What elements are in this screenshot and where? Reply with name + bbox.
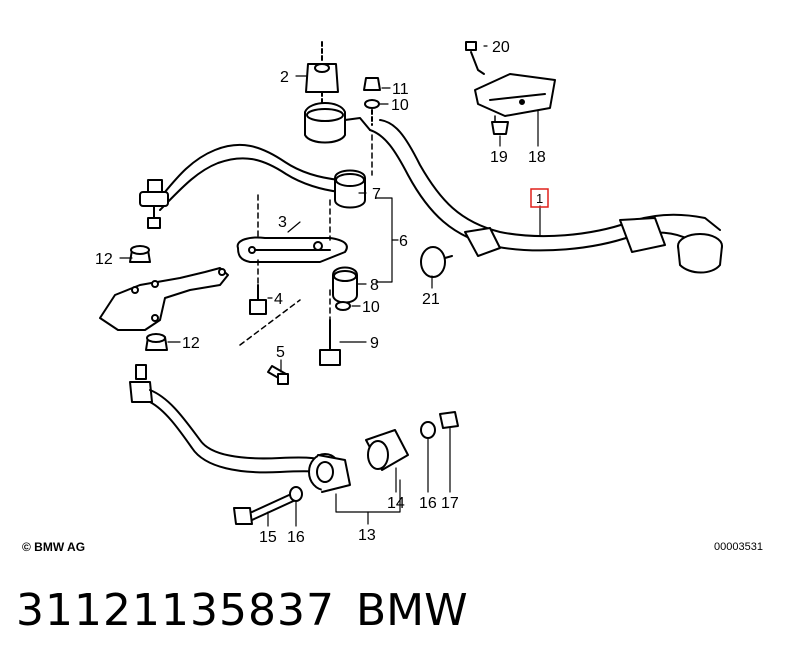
bolt-9 [319,319,341,366]
callout-4[interactable]: 4 [274,291,283,308]
stabilizer-link-lower [129,364,153,403]
leader-lines [119,45,541,527]
callout-15[interactable]: 15 [259,529,277,546]
callout-10-upper[interactable]: 10 [391,97,409,114]
clip-19 [491,121,509,135]
callout-3[interactable]: 3 [278,214,287,231]
callout-18[interactable]: 18 [528,149,546,166]
control-arm-lower [149,389,321,474]
washer-16-left [289,486,303,502]
callout-6[interactable]: 6 [399,233,408,250]
coupling-plate [99,267,229,331]
cover-plate-18 [474,73,556,117]
callout-11[interactable]: 11 [392,81,409,98]
stabilizer-bar-main [369,119,721,252]
rubber-mount-7 [334,169,366,209]
bolt-4 [249,284,267,315]
washer-16-right [420,421,436,439]
callout-16-left[interactable]: 16 [287,529,305,546]
bushing-14 [365,429,409,471]
callout-1[interactable]: 1 [536,191,543,206]
callout-14[interactable]: 14 [387,495,405,512]
callout-12-lower[interactable]: 12 [182,335,200,352]
nut-17 [439,411,459,429]
callout-5[interactable]: 5 [276,344,285,361]
clamp-upper [304,102,371,144]
nut-11-washer-10 [363,77,381,126]
bushing-eye-right [677,233,723,274]
bushing-13 [308,453,351,493]
part-number: 31121135837 [16,585,335,636]
nut-12-lower [145,333,168,351]
callout-7[interactable]: 7 [372,186,381,203]
brand-name: BMW [356,585,468,636]
callout-8[interactable]: 8 [370,277,379,294]
image-id: 00003531 [714,541,763,553]
callout-9[interactable]: 9 [370,335,379,352]
cap-21 [420,246,453,278]
callout-21[interactable]: 21 [422,291,440,308]
callout-16-right[interactable]: 16 [419,495,437,512]
callout-2[interactable]: 2 [280,69,289,86]
rubber-mount-8 [332,266,358,311]
screw-20 [465,41,485,75]
copyright-text: © BMW AG [22,540,86,554]
callout-19[interactable]: 19 [490,149,508,166]
callout-1-highlight [530,188,549,208]
callout-10-lower[interactable]: 10 [362,299,380,316]
callout-12-upper[interactable]: 12 [95,251,113,268]
clamp-main [464,217,666,257]
callout-17[interactable]: 17 [441,495,459,512]
bracket-3 [236,236,348,263]
nut-12-upper [129,245,151,263]
callout-20[interactable]: 20 [492,39,510,56]
stabilizer-link-upper [139,179,169,229]
callout-13[interactable]: 13 [358,527,376,544]
bolt-5 [267,365,289,385]
bushing-2 [305,41,339,109]
stabilizer-bar-left [159,143,341,211]
parts-diagram: 1 2 3 4 5 6 7 8 9 10 10 11 12 12 13 14 1… [95,39,723,546]
